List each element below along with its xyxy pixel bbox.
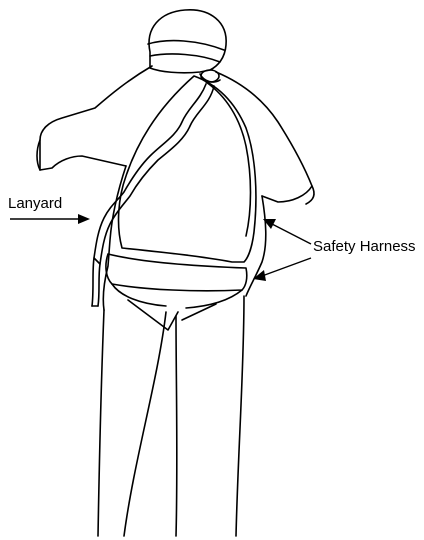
worker-legs [98, 296, 244, 536]
harness-back-panel [106, 70, 256, 330]
lanyard-rope [92, 84, 214, 306]
worker-right-arm [216, 72, 314, 204]
worker-torso [103, 166, 266, 310]
harness-label: Safety Harness [313, 238, 416, 255]
worker-head [148, 10, 226, 73]
harness-arrow-line-upper [272, 224, 311, 244]
harness-arrow-line-lower [262, 258, 311, 276]
lanyard-label: Lanyard [8, 195, 62, 212]
lanyard-callout: Lanyard [8, 195, 90, 224]
harness-callout: Safety Harness [253, 219, 416, 281]
lanyard-arrow-head [78, 214, 90, 224]
